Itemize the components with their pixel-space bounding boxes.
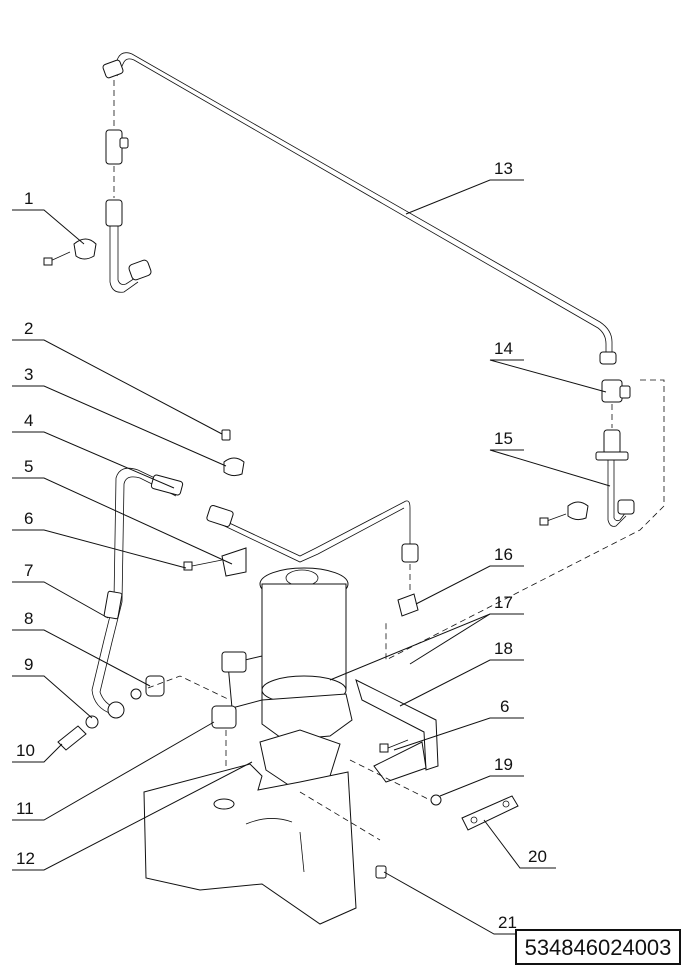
callout-12: 12: [16, 849, 35, 868]
callout-leaders: [12, 179, 611, 935]
callout-15: 15: [494, 429, 513, 448]
callout-8: 8: [24, 609, 33, 628]
callout-1: 1: [24, 189, 33, 208]
callout-21: 21: [498, 913, 517, 932]
callout-5: 5: [24, 457, 33, 476]
callout-10: 10: [16, 741, 35, 760]
callout-16: 16: [494, 545, 513, 564]
callout-6-upper: 6: [24, 509, 33, 528]
mounting-bracket-18: [349, 679, 519, 831]
callout-9: 9: [24, 655, 33, 674]
drawing-number-box: 534846024003: [515, 929, 681, 965]
drawing-number: 534846024003: [525, 935, 672, 960]
callout-7: 7: [24, 561, 33, 580]
hydraulic-tank-12: [143, 763, 387, 925]
callout-6-lower: 6: [500, 697, 509, 716]
right-tube-assembly-14-15: [385, 379, 665, 661]
callout-4: 4: [24, 411, 33, 430]
callout-13: 13: [494, 159, 513, 178]
callout-labels: 1 2 3 4 5 6 7 8 9 10 11 12 13 14 15 16 1…: [16, 159, 547, 932]
callout-17: 17: [494, 593, 513, 612]
motor-pump-unit: [211, 567, 353, 792]
callout-20: 20: [528, 847, 547, 866]
callout-2: 2: [24, 319, 33, 338]
callout-3: 3: [24, 365, 33, 384]
return-pipe-13: [102, 52, 617, 365]
left-tube-assembly-1: [43, 80, 152, 293]
callout-18: 18: [494, 639, 513, 658]
callout-14: 14: [494, 339, 513, 358]
pressure-hose-assembly: [57, 429, 419, 751]
callout-11: 11: [16, 799, 34, 818]
callout-19: 19: [494, 755, 513, 774]
